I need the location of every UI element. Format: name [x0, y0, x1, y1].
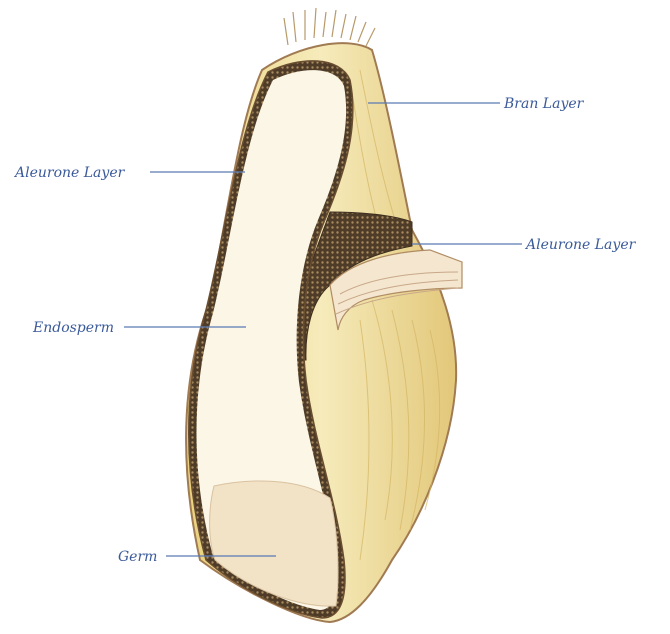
brush-hairs — [284, 8, 375, 46]
label-endosperm: Endosperm — [32, 320, 114, 336]
label-bran-layer: Bran Layer — [503, 96, 585, 112]
label-aleurone-layer-right: Aleurone Layer — [524, 237, 637, 253]
label-germ: Germ — [118, 549, 157, 565]
germ — [210, 481, 338, 606]
label-aleurone-layer-left: Aleurone Layer — [13, 165, 126, 181]
